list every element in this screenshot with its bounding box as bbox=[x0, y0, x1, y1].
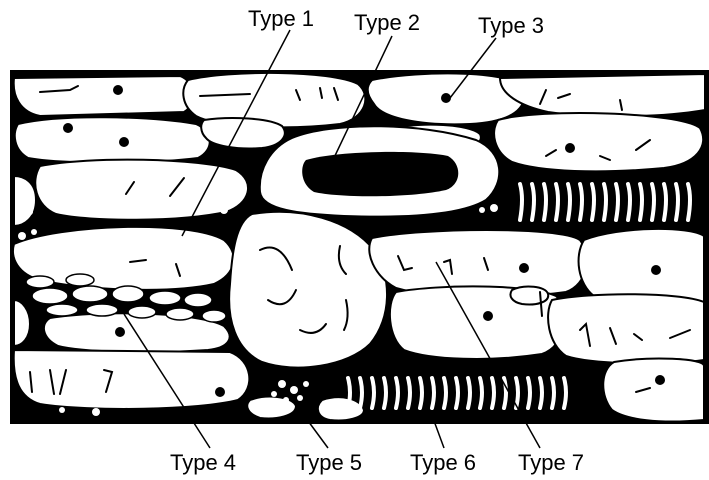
striated-zone-upper bbox=[520, 184, 690, 220]
label-type-6: Type 6 bbox=[410, 452, 476, 474]
label-type-1: Type 1 bbox=[248, 8, 314, 30]
grain bbox=[14, 76, 194, 116]
intragranular-pore bbox=[302, 152, 458, 196]
label-type-3: Type 3 bbox=[478, 15, 544, 37]
label-type-4: Type 4 bbox=[170, 452, 236, 474]
label-type-2: Type 2 bbox=[354, 12, 420, 34]
grain bbox=[510, 287, 548, 305]
grain bbox=[35, 160, 248, 220]
grain bbox=[548, 294, 704, 363]
label-type-5: Type 5 bbox=[296, 452, 362, 474]
grain bbox=[318, 397, 364, 420]
grain bbox=[201, 118, 285, 149]
grain bbox=[603, 359, 704, 422]
grain bbox=[14, 350, 250, 409]
label-type-7: Type 7 bbox=[518, 452, 584, 474]
grain bbox=[494, 113, 703, 171]
grain bbox=[15, 117, 210, 162]
